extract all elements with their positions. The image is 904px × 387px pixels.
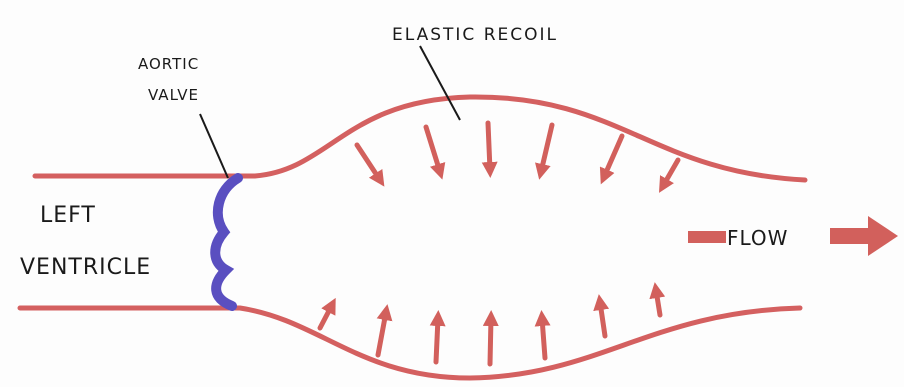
recoil-arrow-icon bbox=[600, 302, 605, 336]
recoil-arrow-icon bbox=[656, 290, 660, 315]
flow-tail-icon bbox=[688, 231, 726, 243]
recoil-arrow-icon bbox=[604, 136, 622, 177]
recoil-arrow-icon bbox=[490, 318, 491, 364]
recoil-arrow-icon bbox=[488, 123, 490, 170]
recoil-arrow-icon bbox=[663, 160, 678, 186]
elastic-recoil-pointer bbox=[420, 46, 460, 120]
lower-recoil-arrows bbox=[320, 290, 660, 364]
vessel-lower-wall bbox=[20, 308, 800, 378]
recoil-arrow-icon bbox=[320, 305, 332, 328]
flow-label: FLOW bbox=[727, 226, 788, 250]
aortic-valve-label-line1: AORTIC bbox=[138, 55, 199, 73]
recoil-arrow-icon bbox=[542, 318, 545, 358]
flow-arrow-icon bbox=[830, 216, 898, 256]
aortic-valve-label-line2: VALVE bbox=[148, 86, 199, 104]
vessel-upper-wall bbox=[35, 97, 805, 180]
left-ventricle-label-line1: LEFT bbox=[40, 203, 96, 228]
aortic-valve-pointer bbox=[200, 114, 228, 178]
recoil-arrow-icon bbox=[357, 145, 380, 180]
aortic-valve bbox=[215, 178, 238, 306]
recoil-arrow-icon bbox=[541, 125, 552, 172]
left-ventricle-label-line2: VENTRICLE bbox=[20, 255, 151, 280]
recoil-arrow-icon bbox=[426, 127, 440, 172]
recoil-arrow-icon bbox=[436, 318, 438, 362]
recoil-arrow-icon bbox=[378, 312, 386, 355]
elastic-recoil-label: ELASTIC RECOIL bbox=[392, 25, 558, 45]
